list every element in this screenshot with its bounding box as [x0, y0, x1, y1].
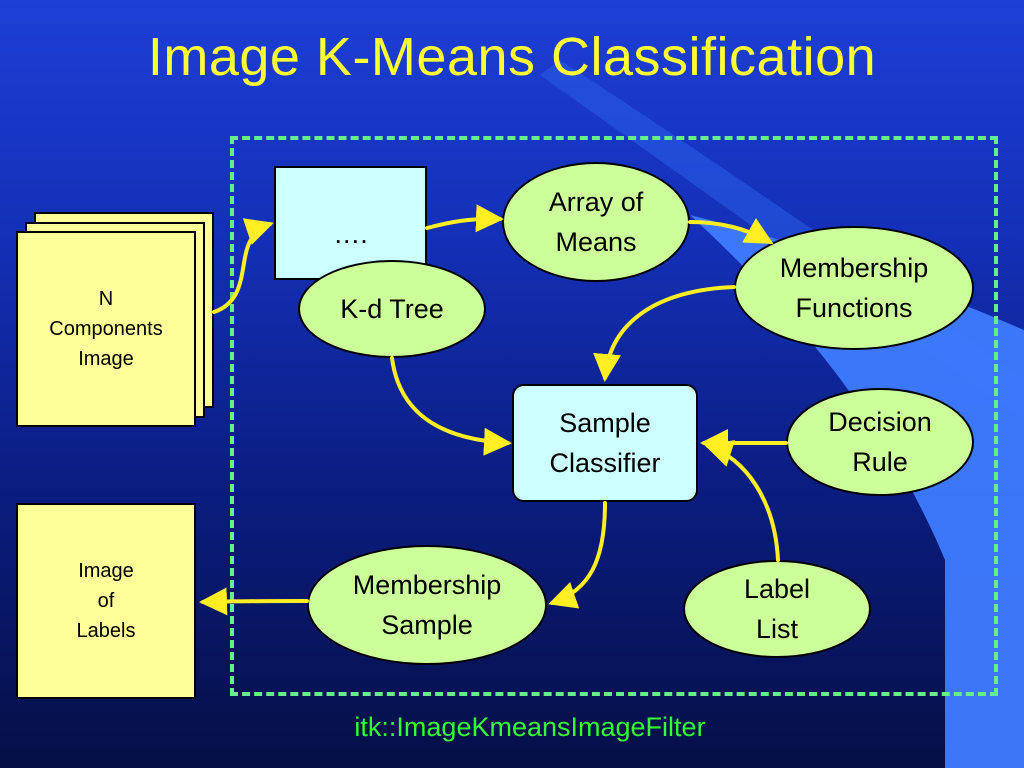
kd-tree-node: K-d Tree: [298, 260, 486, 358]
label-list-node: Label List: [683, 560, 871, 658]
array-of-means-node: Array of Means: [502, 162, 690, 282]
sample-classifier-node: Sample Classifier: [512, 384, 698, 502]
output-image-label: Image of Labels: [76, 560, 136, 642]
slide-footer: itk::ImageKmeansImageFilter: [354, 712, 706, 742]
membership-sample-node: Membership Sample: [307, 545, 547, 665]
filter-boundary: [230, 136, 998, 696]
input-image-document: [16, 231, 196, 427]
decision-rule-node: Decision Rule: [786, 388, 974, 496]
output-image-document: [16, 503, 196, 699]
membership-functions-node: Membership Functions: [734, 226, 974, 350]
input-image-label: N Components Image: [49, 288, 163, 370]
slide-title: Image K-Means Classification: [147, 27, 877, 87]
